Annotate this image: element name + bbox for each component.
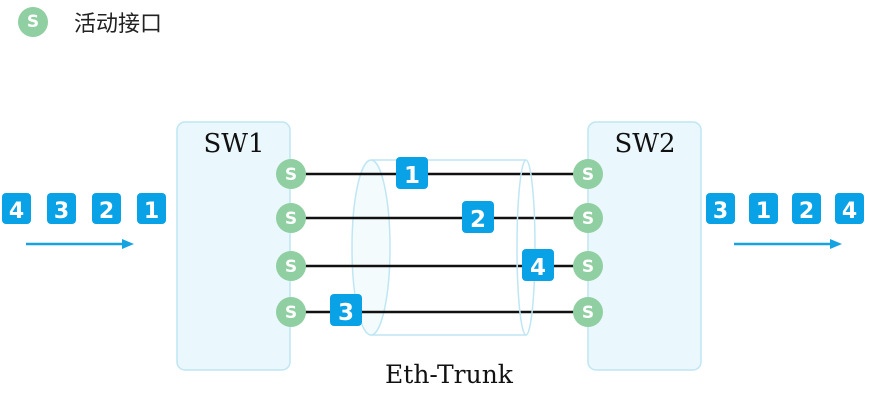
trunk-tube-left-end (351, 159, 391, 336)
link-packet-4-box (330, 294, 362, 326)
sw2-port-2-label: S (582, 209, 594, 229)
ingress-packet-2: 3 (47, 193, 76, 224)
sw2-port-1-circle (573, 159, 603, 189)
link-packet-2: 2 (462, 201, 494, 233)
sw1-port-2-circle (276, 203, 306, 233)
sw1-port-4: S (276, 297, 306, 327)
ingress-packet-1: 4 (2, 193, 31, 224)
ingress-arrow-head (122, 239, 134, 249)
switch-sw2-label: SW2 (614, 129, 675, 159)
egress-packet-1-box (706, 193, 735, 224)
sw1-port-2: S (276, 203, 306, 233)
ingress-packet-4: 1 (137, 193, 166, 224)
egress-packet-4-box (835, 193, 864, 224)
sw2-port-4-label: S (582, 303, 594, 323)
sw1-port-3: S (276, 251, 306, 281)
ingress-arrow-icon (26, 239, 134, 249)
switch-sw1-box (176, 121, 291, 371)
active-interface-legend-icon: S (18, 7, 48, 37)
link-packet-1-label: 1 (404, 163, 420, 189)
link-packet-1-box (396, 157, 428, 189)
sw1-port-2-label: S (285, 209, 297, 229)
egress-packet-4-label: 4 (842, 199, 857, 224)
sw2-port-1: S (573, 159, 603, 189)
egress-packet-2: 1 (749, 193, 778, 224)
link-packet-3-label: 4 (530, 255, 546, 281)
ingress-packet-4-box (137, 193, 166, 224)
egress-packet-2-box (749, 193, 778, 224)
trunk-tube-outline (371, 159, 526, 336)
egress-packet-3: 2 (792, 193, 821, 224)
ingress-packet-4-label: 1 (144, 199, 159, 224)
link-packet-2-box (462, 201, 494, 233)
sw2-port-3: S (573, 251, 603, 281)
egress-packet-1: 3 (706, 193, 735, 224)
sw2-port-3-circle (573, 251, 603, 281)
links-group (291, 172, 587, 314)
ingress-packet-1-label: 4 (9, 199, 24, 224)
sw1-port-4-label: S (285, 303, 297, 323)
sw1-port-4-circle (276, 297, 306, 327)
sw1-port-1: S (276, 159, 306, 189)
link-packet-4-label: 3 (338, 300, 354, 326)
switch-sw2-box (587, 121, 702, 371)
ingress-packet-2-box (47, 193, 76, 224)
legend-label: 活动接口 (74, 12, 163, 37)
ingress-packet-3-label: 2 (99, 199, 114, 224)
link-packet-3-box (522, 249, 554, 281)
link-packet-4: 3 (330, 294, 362, 326)
egress-packet-3-label: 2 (799, 199, 814, 224)
link-packet-1: 1 (396, 157, 428, 189)
sw2-port-2: S (573, 203, 603, 233)
sw2-port-2-circle (573, 203, 603, 233)
sw2-port-4: S (573, 297, 603, 327)
sw2-port-3-label: S (582, 257, 594, 277)
egress-packet-4: 4 (835, 193, 864, 224)
egress-packet-1-label: 3 (713, 199, 728, 224)
sw1-port-1-label: S (285, 165, 297, 185)
legend-badge-text: S (26, 12, 40, 32)
sw2-port-1-label: S (582, 165, 594, 185)
ingress-packet-2-label: 3 (54, 199, 69, 224)
egress-packet-2-label: 1 (756, 199, 771, 224)
sw1-port-3-label: S (285, 257, 297, 277)
ingress-packet-3: 2 (92, 193, 121, 224)
sw1-port-3-circle (276, 251, 306, 281)
egress-arrow-icon (734, 239, 842, 249)
ingress-packet-3-box (92, 193, 121, 224)
switch-sw1-label: SW1 (203, 129, 264, 159)
link-packet-3: 4 (522, 249, 554, 281)
link-packet-2-label: 2 (470, 207, 486, 233)
sw1-port-1-circle (276, 159, 306, 189)
sw2-port-4-circle (573, 297, 603, 327)
legend: S 活动接口 (18, 6, 162, 38)
ingress-packet-1-box (2, 193, 31, 224)
trunk-tube-right-end (516, 159, 536, 336)
egress-arrow-head (830, 239, 842, 249)
egress-packet-3-box (792, 193, 821, 224)
trunk-label: Eth-Trunk (385, 360, 514, 389)
